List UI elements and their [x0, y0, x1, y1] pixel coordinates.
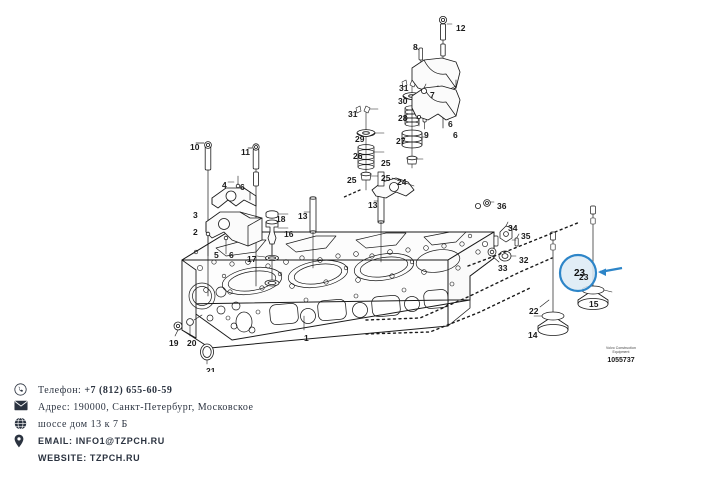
part-label-17: 17: [247, 254, 257, 264]
contact-info-block: Телефон: +7 (812) 655-60-59 Адрес: 19000…: [14, 382, 364, 467]
envelope-icon: [14, 399, 38, 411]
part-label-32: 32: [519, 255, 529, 265]
part-label-20: 20: [187, 338, 197, 348]
part-label-25: 25: [381, 158, 391, 168]
part-label-9: 9: [424, 130, 429, 140]
brandmark-part-number: 1055737: [607, 356, 635, 364]
part-label-18: 18: [276, 214, 286, 224]
part-label-22: 22: [529, 306, 539, 316]
brandmark-line1: Volvo Construction: [605, 346, 637, 350]
diagram-brandmark: Volvo Construction Equipment 1055737: [578, 346, 664, 365]
part-label-27: 27: [396, 136, 406, 146]
parts-diagram-svg: [173, 15, 623, 365]
phone-value: +7 (812) 655-60-59: [84, 385, 173, 396]
part-label-12: 12: [456, 23, 466, 33]
part-label-30: 30: [398, 96, 408, 106]
part-label-4: 4: [222, 180, 227, 190]
contact-row-website: WEBSITE: TZPCH.RU: [14, 450, 364, 467]
contact-row-address-line2: шоссе дом 13 к 7 Б: [14, 416, 364, 433]
part-label-34: 34: [508, 223, 518, 233]
part-label-14: 14: [528, 330, 538, 340]
part-label-2: 2: [193, 227, 198, 237]
highlight-annotation: [558, 253, 623, 293]
part-label-10: 10: [190, 142, 200, 152]
part-label-13: 13: [298, 211, 308, 221]
pin-icon: [14, 433, 38, 448]
part-label-21: 21: [206, 366, 216, 376]
highlighted-part-label-23[interactable]: 23: [574, 268, 586, 279]
part-label-5: 5: [214, 250, 219, 260]
globe-icon: [14, 416, 38, 430]
part-label-28: 28: [398, 113, 408, 123]
phone-icon: [14, 382, 38, 396]
address-text: Адрес: 190000, Санкт-Петербург, Московск…: [38, 399, 253, 416]
part-label-36: 36: [497, 201, 507, 211]
part-label-29: 29: [355, 134, 365, 144]
part-label-8: 8: [413, 42, 418, 52]
part-label-31: 31: [348, 109, 358, 119]
contact-row-phone: Телефон: +7 (812) 655-60-59: [14, 382, 364, 399]
part-label-6: 6: [240, 182, 245, 192]
brandmark-line2: Equipment: [612, 349, 630, 354]
phone-label: Телефон:: [38, 385, 85, 396]
part-label-11: 11: [241, 147, 250, 157]
contact-row-email: EMAIL: INFO1@TZPCH.RU: [14, 433, 364, 450]
phone-text: Телефон: +7 (812) 655-60-59: [38, 382, 172, 399]
part-label-25: 25: [347, 175, 357, 185]
part-label-25: 25: [381, 173, 391, 183]
address-value: 190000, Санкт-Петербург, Московское: [73, 402, 254, 413]
part-label-6: 6: [453, 130, 458, 140]
part-label-24: 24: [397, 177, 407, 187]
part-label-1: 1: [304, 333, 309, 343]
part-label-19: 19: [169, 338, 179, 348]
part-label-26: 26: [353, 151, 363, 161]
part-label-13: 13: [368, 200, 378, 210]
address-label: Адрес:: [38, 402, 74, 413]
part-label-3: 3: [193, 210, 198, 220]
address-line2-value: шоссе дом 13 к 7 Б: [38, 419, 128, 430]
part-label-23: 23: [579, 272, 589, 282]
part-label-7: 7: [430, 90, 435, 100]
part-label-33: 33: [498, 263, 508, 273]
part-label-31: 31: [399, 83, 409, 93]
part-label-6: 6: [448, 119, 453, 129]
part-label-35: 35: [521, 231, 531, 241]
part-label-16: 16: [284, 229, 294, 239]
part-label-6: 6: [229, 250, 234, 260]
website-value[interactable]: WEBSITE: TZPCH.RU: [38, 453, 141, 463]
part-label-15: 15: [589, 299, 599, 309]
footer: Телефон: +7 (812) 655-60-59 Адрес: 19000…: [0, 372, 720, 479]
contact-row-address: Адрес: 190000, Санкт-Петербург, Московск…: [14, 399, 364, 416]
email-value[interactable]: EMAIL: INFO1@TZPCH.RU: [38, 436, 165, 446]
